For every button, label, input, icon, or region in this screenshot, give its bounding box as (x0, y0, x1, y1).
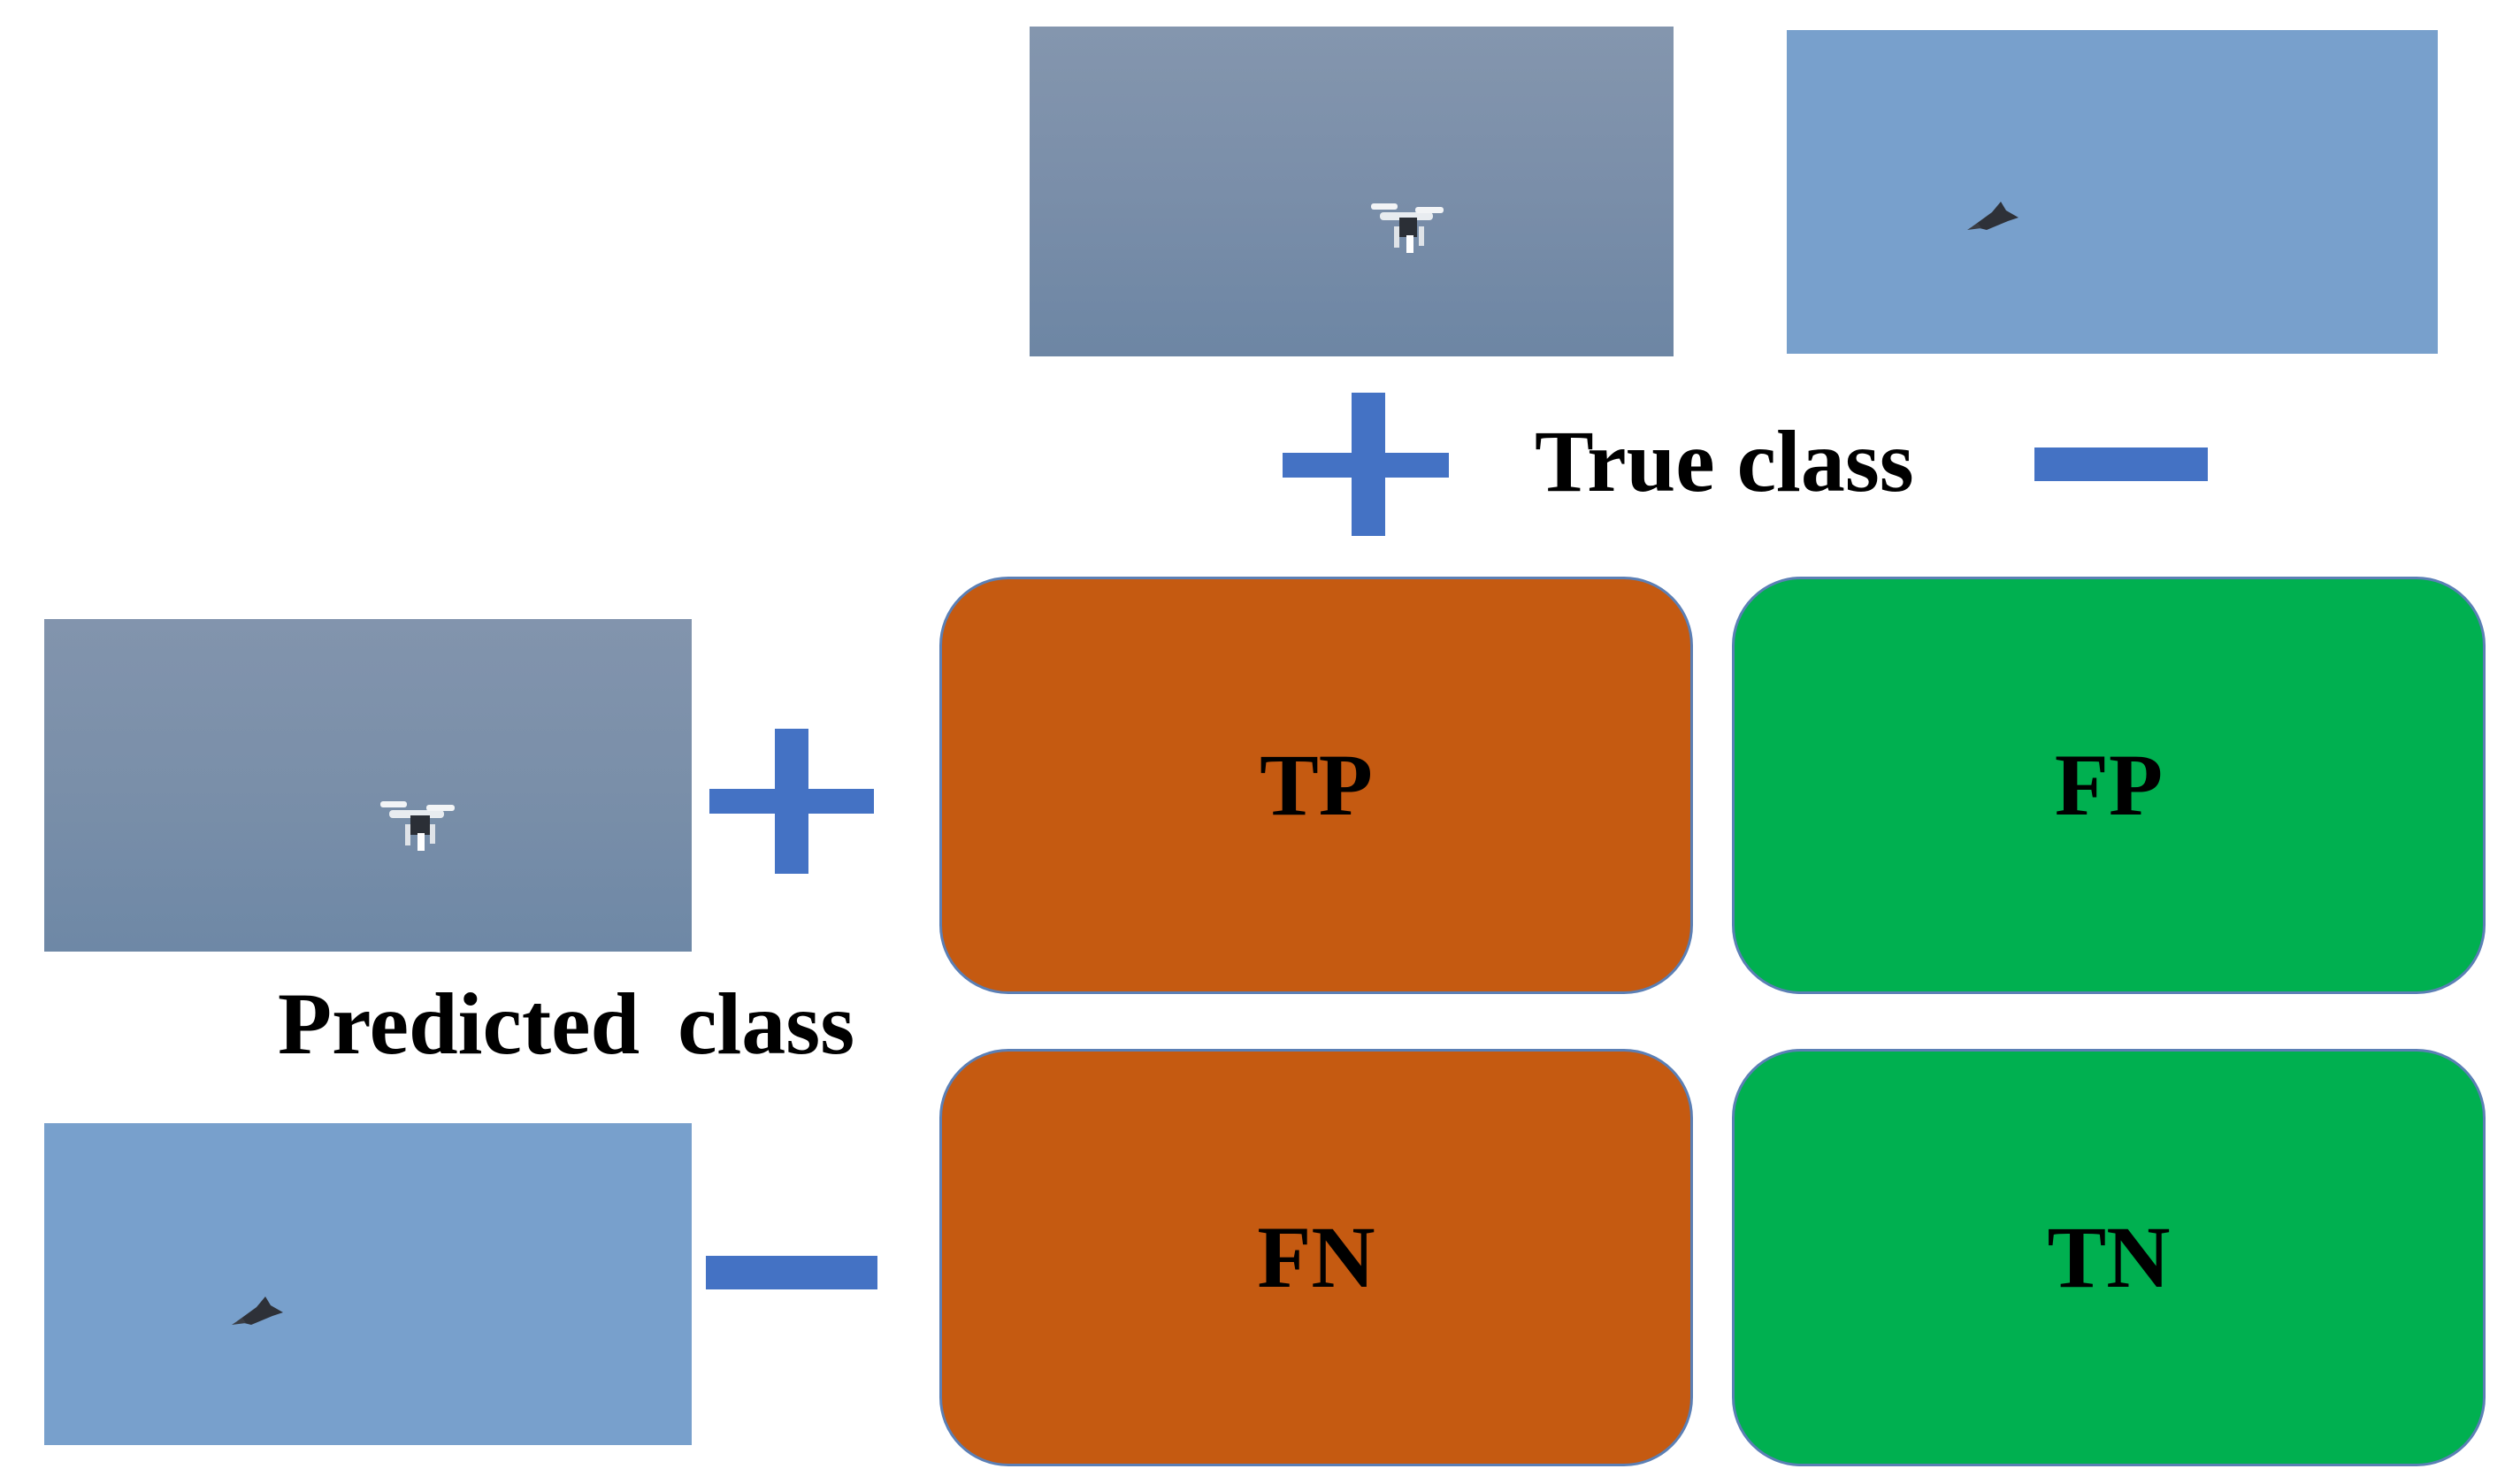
true-class-label: True class (1535, 412, 1914, 510)
false-positive-cell: FP (1732, 577, 2486, 994)
predicted-class-plus-icon (709, 729, 874, 874)
drone-icon (380, 801, 455, 851)
bird-icon (1967, 202, 2019, 230)
true-negative-cell: TN (1732, 1049, 2486, 1466)
true-class-plus-icon (1283, 393, 1449, 536)
false-negative-label: FN (1257, 1208, 1375, 1306)
predicted-class-label: Predicted class (278, 975, 855, 1073)
false-negative-cell: FN (939, 1049, 1693, 1466)
predicted-negative-example-image (44, 1123, 692, 1445)
predicted-positive-example-image (44, 619, 692, 952)
false-positive-label: FP (2054, 736, 2164, 834)
predicted-class-minus-icon (706, 1256, 877, 1289)
true-negative-example-image (1787, 30, 2438, 354)
true-positive-example-image (1030, 27, 1674, 356)
true-positive-label: TP (1260, 736, 1373, 834)
true-positive-cell: TP (939, 577, 1693, 994)
true-class-minus-icon (2034, 447, 2208, 481)
drone-icon (1371, 203, 1444, 253)
bird-icon (232, 1297, 283, 1325)
true-negative-label: TN (2047, 1208, 2171, 1306)
